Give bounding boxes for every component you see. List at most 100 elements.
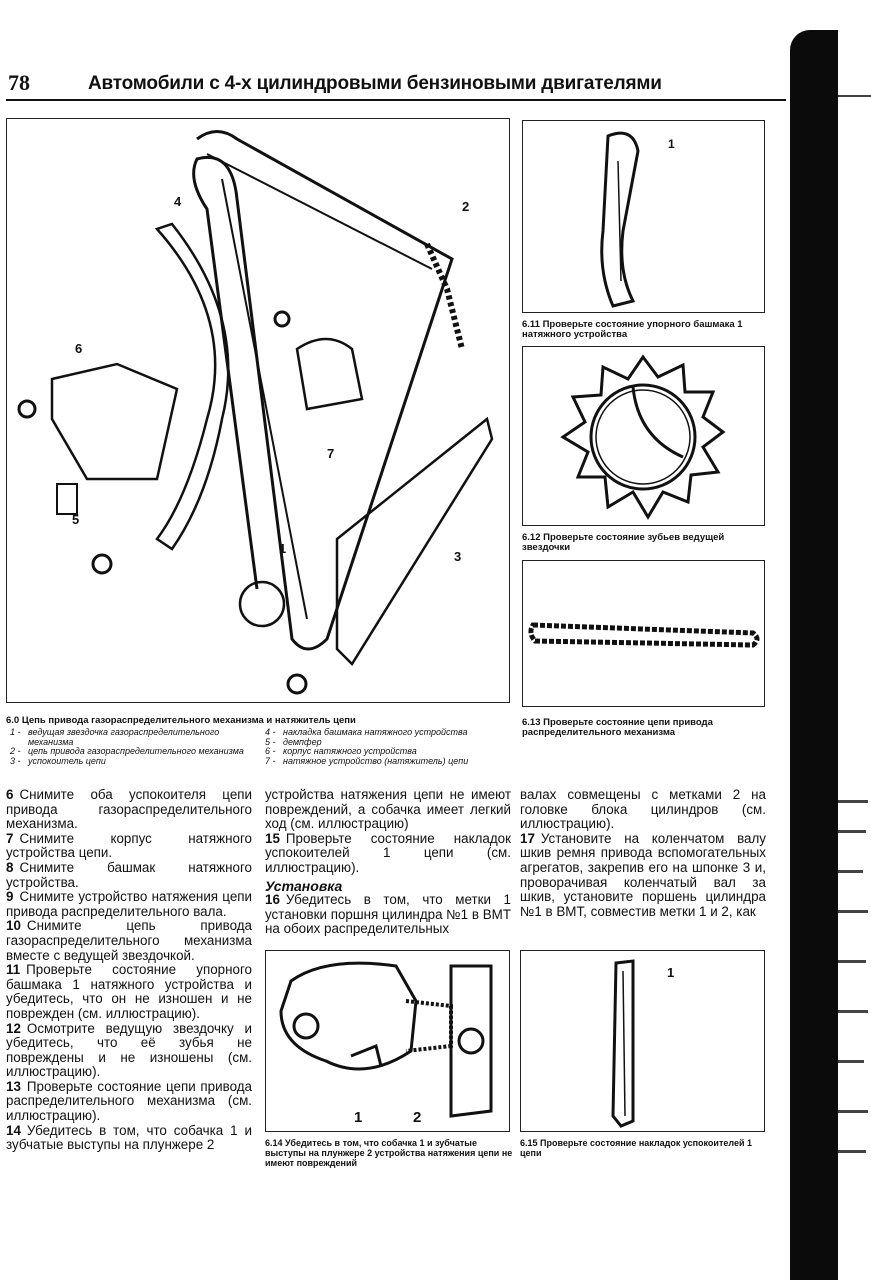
step-text: Снимите башмак натяжного устройства. [6,859,252,890]
adjacent-page-text [838,1010,868,1013]
figure-6-0-box: 4 2 6 7 3 1 5 [6,118,510,703]
step-number: 11 [6,962,21,978]
callout-5: 5 [72,512,80,527]
callout-7: 7 [327,446,335,461]
figure-6-11-box: 1 [522,120,765,313]
step-text: Проверьте состояние цепи привода распред… [6,1078,252,1124]
legend-num: 6 - [265,746,276,756]
legend-text: корпус натяжного устройства [283,746,417,756]
legend-num: 2 - [10,746,21,756]
adjacent-page-text [838,1110,868,1113]
adjacent-page-text [838,1060,864,1063]
step-text: Осмотрите ведущую звездочку и убедитесь,… [6,1020,252,1080]
step-number: 10 [6,918,21,934]
figure-6-14-box: 1 2 [265,950,510,1132]
figure-6-14-caption: 6.14 Убедитесь в том, что собачка 1 и зу… [265,1138,513,1168]
figure-6-11-caption: 6.11 Проверьте состояние упорного башмак… [522,319,743,340]
step-text: Снимите оба успокоителя цепи привода газ… [6,787,252,832]
chain-drawing [528,622,760,648]
figure-6-13-caption: 6.13 Проверьте состояние цепи привода ра… [522,717,713,738]
callout-1: 1 [668,137,675,151]
callout-2: 2 [462,199,470,214]
step-16-cont: валах совмещены с метками 2 на головке б… [520,787,766,832]
sprocket-drawing [560,354,726,520]
figure-6-12-caption: 6.12 Проверьте состояние зубьев ведущей … [522,532,725,553]
step-number: 6 [6,787,14,802]
legend-text: натяжное устройство (натяжитель) цепи [283,755,469,766]
adjacent-page-text [838,800,868,803]
step-number: 15 [265,830,280,846]
step-number: 9 [6,889,14,905]
step-text: Убедитесь в том, что метки 1 установки п… [265,892,511,937]
step-text: Убедитесь в том, что собачка 1 и зубчаты… [6,1122,252,1153]
figure-6-15-box: 1 [520,950,765,1132]
callout-6: 6 [75,341,83,356]
step-text: Снимите корпус натяжного устройства цепи… [6,830,252,861]
callout-1: 1 [667,965,675,980]
figure-6-12-box [522,346,765,526]
callout-4: 4 [174,194,182,209]
section-heading-installation: Установка [265,877,343,894]
figure-legend-left: 1 - ведущая звездочка газораспределительн… [10,727,260,766]
adjacent-page-text [838,830,866,833]
adjacent-page-rule [838,95,871,97]
legend-text: цепь привода газораспределительного меха… [28,746,244,756]
header-rule [6,99,786,101]
callout-3: 3 [454,549,462,564]
callout-1: 1 [279,541,287,556]
step-number: 8 [6,859,14,875]
legend-num: 3 - [10,755,21,766]
tensioner-plunger-drawing [279,961,493,1118]
step-text: Снимите цепь привода газораспределительн… [6,918,252,963]
legend-text: ведущая звездочка газораспределительного… [28,727,220,747]
adjacent-page-text [838,910,868,913]
legend-num: 4 - [265,727,276,737]
chain-guide-drawing [611,959,635,1128]
step-text: Снимите устройство натяжения цепи привод… [6,889,252,919]
legend-num: 7 - [265,755,276,766]
tensioner-shoe-drawing [600,131,640,308]
page-title: Автомобили с 4-х цилиндровыми бензиновым… [88,73,662,94]
page-number: 78 [8,70,30,95]
step-14-cont: устройства натяжения цепи не имеют повре… [265,787,511,832]
figure-6-13-box [522,560,765,707]
step-number: 12 [6,1020,21,1036]
figure-6-15-caption: 6.15 Проверьте состояние накладок успоко… [520,1138,753,1158]
adjacent-page-text [838,960,866,963]
callout-1: 1 [354,1109,363,1126]
step-number: 7 [6,830,14,846]
timing-chain-diagram [17,130,494,695]
step-text: Проверьте состояние накладок успокоителе… [265,830,511,875]
step-number: 17 [520,830,535,846]
step-number: 14 [6,1122,21,1138]
page-binding-shadow [790,30,838,1280]
legend-text: демпфер [283,736,322,747]
step-text: Установите на коленчатом валу шкив ремня… [520,830,766,919]
text-column-3: валах совмещены с метками 2 на головке б… [520,787,766,920]
adjacent-page-text [838,1150,866,1153]
step-text: Проверьте состояние упорного башмака 1 н… [6,962,252,1021]
text-column-2: устройства натяжения цепи не имеют повре… [265,787,511,937]
legend-num: 5 - [265,736,276,747]
figure-legend-right: 4 - накладка башмака натяжного устройства… [265,727,510,766]
legend-text: успокоитель цепи [28,755,106,766]
legend-num: 1 - [10,727,21,737]
step-number: 13 [6,1078,21,1094]
step-number: 16 [265,892,280,908]
callout-2: 2 [413,1109,422,1126]
adjacent-page-text [838,870,863,873]
figure-6-0-caption: 6.0 Цепь привода газораспределительного … [6,715,356,726]
legend-text: накладка башмака натяжного устройства [283,727,468,737]
